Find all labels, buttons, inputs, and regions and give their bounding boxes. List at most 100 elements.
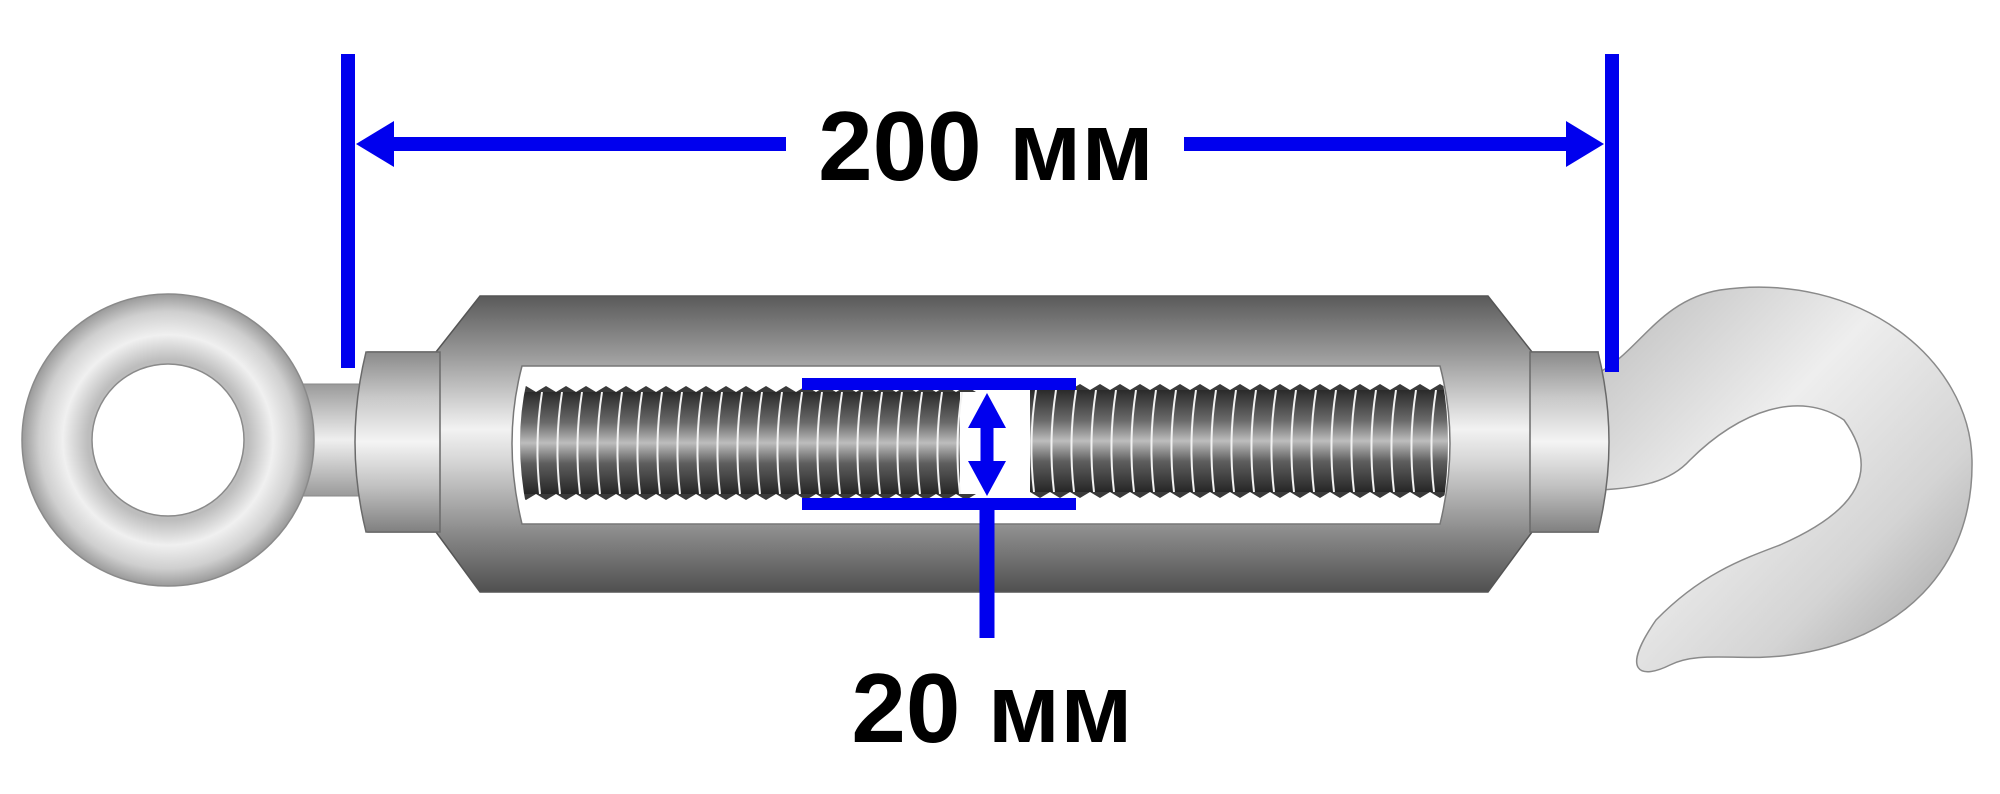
thread-groove [796, 391, 803, 495]
thread-crest [1070, 492, 1090, 498]
thread-groove [1230, 389, 1237, 493]
thread-crest [856, 494, 876, 500]
thread-groove [1310, 389, 1317, 493]
thread-groove [736, 391, 743, 495]
thread-groove [936, 391, 943, 495]
thread-groove [1070, 389, 1077, 493]
thread-crest [696, 386, 716, 392]
thread-groove [596, 391, 603, 495]
thread-groove [836, 391, 843, 495]
thread-groove [1350, 389, 1357, 493]
thread-groove [1030, 389, 1037, 493]
thread-crest [536, 494, 556, 500]
thread-groove [1430, 389, 1437, 493]
thread-crest [676, 386, 696, 392]
thread-groove [556, 391, 563, 495]
thread-crest [1130, 384, 1150, 390]
thread-crest [936, 494, 956, 500]
thread-crest [1190, 492, 1210, 498]
thread-groove [1210, 389, 1217, 493]
thread-groove [1090, 389, 1097, 493]
thread-crest [1150, 492, 1170, 498]
thread-crest [1270, 384, 1290, 390]
left-sleeve [354, 351, 441, 533]
right-sleeve [1529, 351, 1610, 533]
thread-crest [1310, 384, 1330, 390]
thread-crest [1250, 492, 1270, 498]
thread-crest [596, 494, 616, 500]
thread-crest [576, 386, 596, 392]
thread-crest [1310, 492, 1330, 498]
thread-crest [1290, 492, 1310, 498]
thread-crest [716, 386, 736, 392]
thread-crest [1370, 492, 1390, 498]
thread-crest [536, 386, 556, 392]
thread-crest [1230, 384, 1250, 390]
thread-crest [956, 494, 976, 500]
thread-crest [1270, 492, 1290, 498]
length-arrow-left [356, 121, 394, 167]
diameter-dimension: 20 мм [802, 378, 1133, 763]
thread-crest [716, 494, 736, 500]
thread-crest [1330, 384, 1350, 390]
thread-groove [1410, 389, 1417, 493]
thread-groove [876, 391, 883, 495]
thread-groove [816, 391, 823, 495]
thread-crest [616, 386, 636, 392]
thread-crest [1090, 384, 1110, 390]
eye-bolt [21, 293, 371, 587]
thread-crest [736, 494, 756, 500]
thread-crest [776, 494, 796, 500]
thread-groove [896, 391, 903, 495]
hook [1599, 286, 1973, 673]
thread-groove [536, 391, 543, 495]
thread-groove [756, 391, 763, 495]
thread-groove [656, 391, 663, 495]
thread-groove [1290, 389, 1297, 493]
thread-groove [1370, 389, 1377, 493]
thread-crest [1170, 492, 1190, 498]
diameter-arrow-bottom [968, 461, 1006, 496]
thread-groove [676, 391, 683, 495]
thread-crest [556, 386, 576, 392]
thread-crest [756, 386, 776, 392]
thread-crest [556, 494, 576, 500]
thread-groove [956, 391, 963, 495]
thread-crest [736, 386, 756, 392]
thread-crest [756, 494, 776, 500]
thread-crest [1390, 384, 1410, 390]
thread-crest [1370, 384, 1390, 390]
thread-crest [616, 494, 636, 500]
thread-crest [1410, 492, 1430, 498]
thread-crest [576, 494, 596, 500]
thread-crest [1290, 384, 1310, 390]
thread-crest [1330, 492, 1350, 498]
thread-crest [1110, 384, 1130, 390]
thread-core [1030, 390, 1448, 492]
thread-crest [1150, 384, 1170, 390]
length-dimension: 200 мм [341, 54, 1619, 372]
thread-groove [1270, 389, 1277, 493]
thread-groove [1130, 389, 1137, 493]
eye-bolt-ring [21, 293, 315, 587]
thread-crest [876, 494, 896, 500]
thread-crest [1210, 384, 1230, 390]
length-arrow-right [1566, 121, 1604, 167]
thread-crest [1350, 384, 1370, 390]
thread-groove [856, 391, 863, 495]
thread-groove [1150, 389, 1157, 493]
thread-crest [1410, 384, 1430, 390]
thread-crest [676, 494, 696, 500]
thread-crest [816, 494, 836, 500]
thread-groove [776, 391, 783, 495]
thread-crest [1130, 492, 1150, 498]
diameter-arrow-top [968, 393, 1006, 428]
thread-crest [1250, 384, 1270, 390]
thread-groove [616, 391, 623, 495]
thread-crest [696, 494, 716, 500]
thread-groove [576, 391, 583, 495]
thread-crest [1030, 492, 1050, 498]
thread-crest [656, 494, 676, 500]
thread-groove [1110, 389, 1117, 493]
